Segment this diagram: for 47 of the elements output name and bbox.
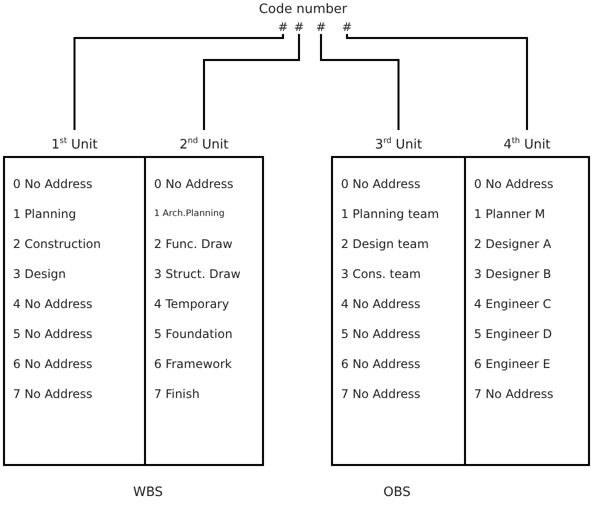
list-item: 5 No Address xyxy=(13,326,92,342)
connector-line xyxy=(203,34,300,130)
list-item: 6 Framework xyxy=(154,356,232,372)
column-heading: 3$^{rd}$ Unit xyxy=(374,135,424,152)
column-heading: 1$^{st}$ Unit xyxy=(50,135,99,152)
list-item: 3 Design xyxy=(13,266,66,282)
list-item: 2 Design team xyxy=(341,236,429,252)
group-label: OBS xyxy=(382,485,412,500)
column-heading: 2$^{nd}$ Unit xyxy=(178,135,230,152)
list-item: 1 Planner M xyxy=(474,206,546,222)
list-item: 1 Planning team xyxy=(341,206,440,222)
list-item: 5 Engineer D xyxy=(474,326,552,342)
code-digit: # xyxy=(315,20,327,34)
list-item: 5 No Address xyxy=(341,326,420,342)
list-item: 2 Designer A xyxy=(474,236,552,252)
connector-line xyxy=(320,34,400,130)
connector-line xyxy=(346,34,528,130)
list-item: 1 Arch.Planning xyxy=(154,208,225,221)
list-item: 4 Engineer C xyxy=(474,296,552,312)
list-item: 0 No Address xyxy=(474,176,554,192)
code-digit: # xyxy=(277,20,289,34)
list-item: 2 Construction xyxy=(13,236,101,252)
code-digit: # xyxy=(341,20,353,34)
list-item: 7 No Address xyxy=(13,386,92,402)
list-item: 3 Struct. Draw xyxy=(154,266,241,282)
group-label: WBS xyxy=(132,485,164,500)
list-item: 4 Temporary xyxy=(154,296,230,312)
list-item: 7 Finish xyxy=(154,386,200,402)
list-item: 3 Designer B xyxy=(474,266,552,282)
list-item: 0 No Address xyxy=(13,176,92,192)
diagram-title: Code number xyxy=(258,2,348,17)
list-item: 0 No Address xyxy=(341,176,420,192)
list-item: 3 Cons. team xyxy=(341,266,421,282)
list-item: 4 No Address xyxy=(341,296,420,312)
list-item: 1 Planning xyxy=(13,206,76,222)
list-item: 7 No Address xyxy=(341,386,420,402)
connector-line xyxy=(74,34,284,130)
code-digit: # xyxy=(293,20,305,34)
list-item: 7 No Address xyxy=(474,386,554,402)
list-item: 0 No Address xyxy=(154,176,234,192)
list-item: 4 No Address xyxy=(13,296,92,312)
list-item: 5 Foundation xyxy=(154,326,232,342)
list-item: 6 No Address xyxy=(341,356,420,372)
list-item: 2 Func. Draw xyxy=(154,236,232,252)
list-item: 6 Engineer E xyxy=(474,356,550,372)
list-item: 6 No Address xyxy=(13,356,92,372)
column-heading: 4$^{th}$ Unit xyxy=(502,135,552,152)
